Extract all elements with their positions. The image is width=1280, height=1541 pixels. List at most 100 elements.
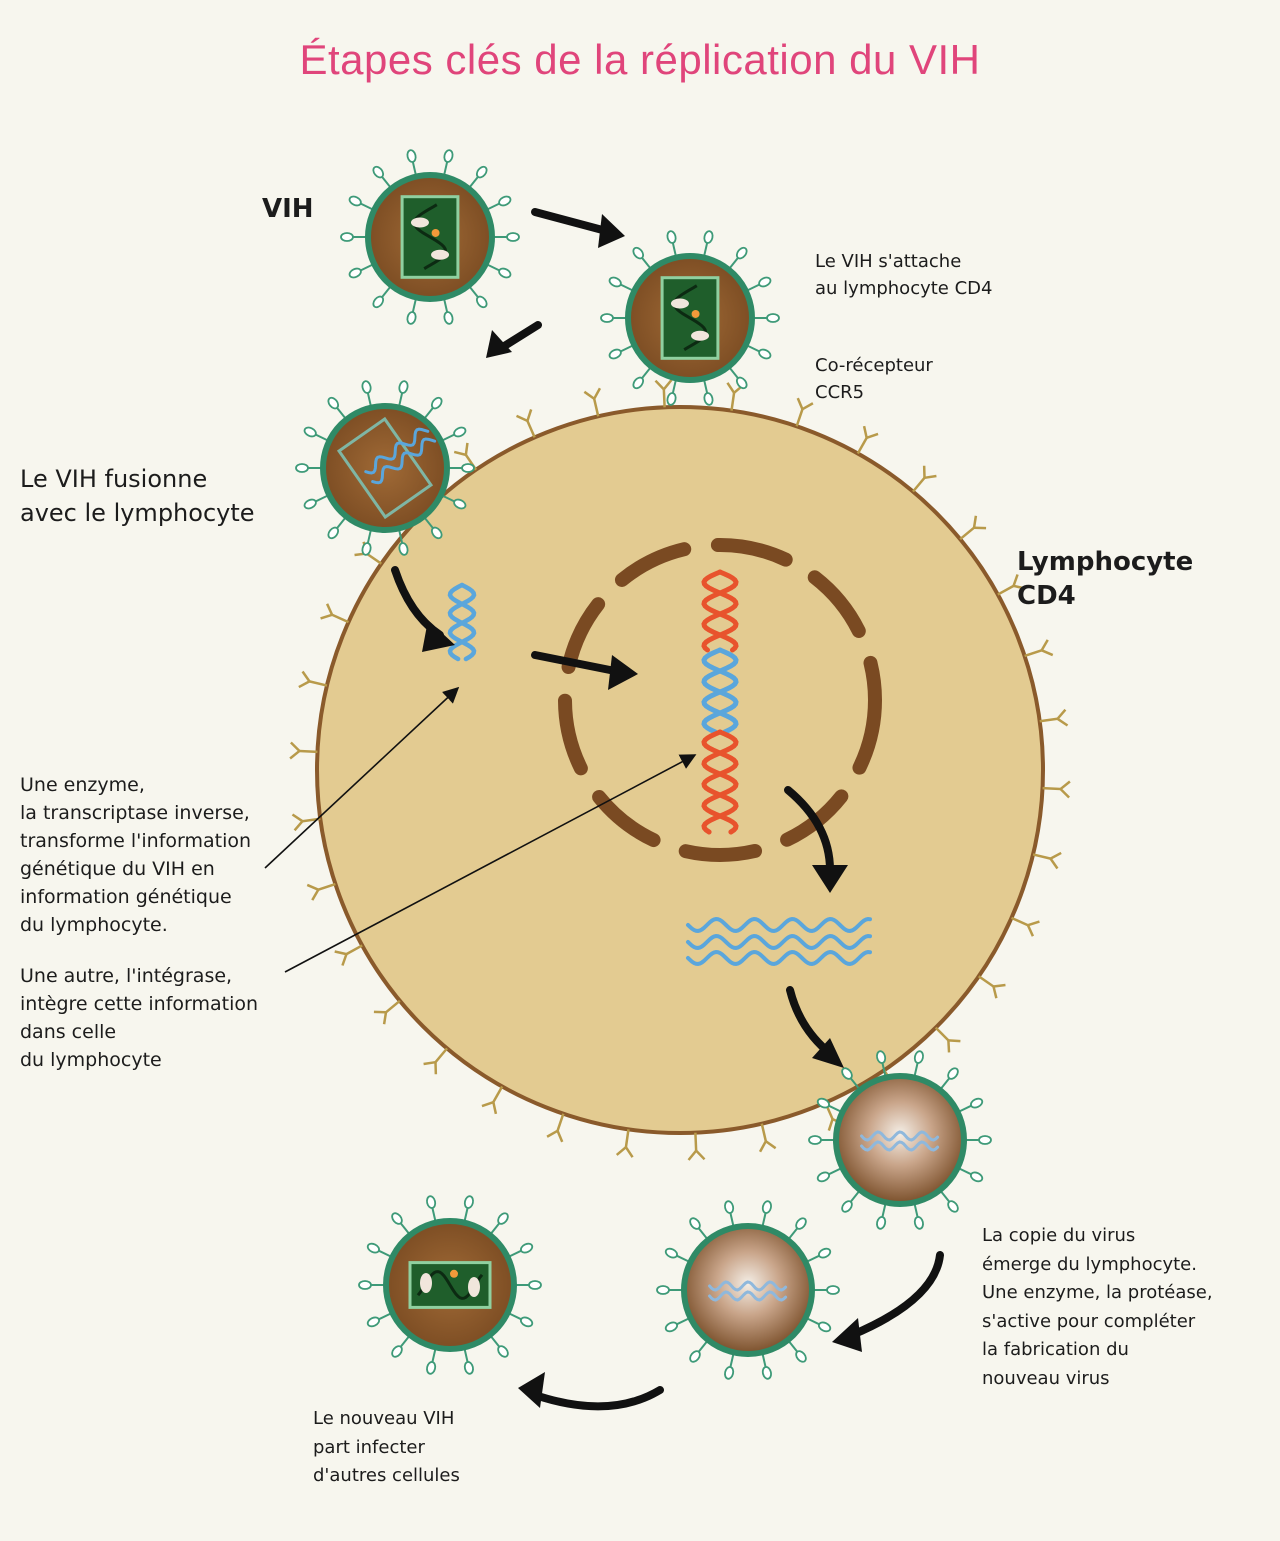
virus-spike-knob bbox=[758, 348, 772, 360]
virus-spike-knob bbox=[979, 1136, 991, 1144]
cd4-receptor bbox=[321, 604, 349, 622]
cd4-receptor bbox=[858, 426, 878, 453]
virus-spike-knob bbox=[664, 1321, 678, 1333]
virus-spike-knob bbox=[809, 1136, 821, 1144]
virus-spike-knob bbox=[398, 380, 408, 393]
virus-spike-knob bbox=[406, 311, 416, 324]
label-integrase-line: dans celle bbox=[20, 1018, 258, 1046]
virus-envelope bbox=[836, 1076, 964, 1204]
label-transcriptase-line: du lymphocyte. bbox=[20, 911, 251, 939]
virus-spike-knob bbox=[303, 498, 317, 510]
cd4-receptor bbox=[1033, 853, 1061, 869]
label-emerge-line: s'active pour compléter bbox=[982, 1308, 1213, 1337]
virus-spike-knob bbox=[817, 1321, 831, 1333]
cd4-receptor bbox=[1043, 782, 1070, 798]
cd4-receptor bbox=[424, 1048, 447, 1074]
virus-spike-knob bbox=[406, 149, 416, 162]
label-transcriptase-line: la transcriptase inverse, bbox=[20, 799, 251, 827]
virus-spike-knob bbox=[703, 392, 713, 405]
cd4-receptor bbox=[1040, 710, 1068, 726]
cd4-receptor bbox=[936, 1028, 961, 1053]
virus-spike-knob bbox=[657, 1286, 669, 1294]
cd4-receptor bbox=[547, 1114, 563, 1142]
arrow-bud-to-mature bbox=[852, 1255, 940, 1335]
virus-spike-knob bbox=[519, 1316, 533, 1328]
virus-spike-knob bbox=[426, 1361, 436, 1374]
label-emerge-line: La copie du virus bbox=[982, 1222, 1213, 1251]
virus-spike-knob bbox=[876, 1216, 886, 1229]
arrow-mature-to-new bbox=[535, 1390, 660, 1406]
virus-spike-knob bbox=[762, 1366, 772, 1379]
label-integrase-line: Une autre, l'intégrase, bbox=[20, 962, 258, 990]
label-integrase-line: du lymphocyte bbox=[20, 1046, 258, 1074]
label-transcriptase-line: génétique du VIH en bbox=[20, 855, 251, 883]
virus-spike-knob bbox=[348, 267, 362, 279]
label-coreceptor-line: Co-récepteur bbox=[815, 352, 933, 379]
virus-free bbox=[341, 149, 519, 324]
virus-spike-knob bbox=[758, 276, 772, 288]
virus-spike-knob bbox=[724, 1366, 734, 1379]
label-integrase: Une autre, l'intégrase, intègre cette in… bbox=[20, 962, 258, 1074]
virus-attaching bbox=[601, 230, 779, 405]
cd4-receptor bbox=[797, 398, 813, 426]
virus-enzyme bbox=[411, 217, 429, 227]
virus-spike-knob bbox=[969, 1097, 983, 1109]
virus-spike-knob bbox=[464, 1361, 474, 1374]
virus-spike-knob bbox=[666, 230, 676, 243]
virus-enzyme bbox=[671, 298, 689, 308]
label-coreceptor-line: CCR5 bbox=[815, 379, 933, 406]
cd4-receptor bbox=[335, 945, 363, 965]
virus-spike-knob bbox=[464, 1195, 474, 1208]
cd4-receptor bbox=[760, 1124, 776, 1152]
virus-enzyme bbox=[450, 1270, 458, 1278]
virus-spike-knob bbox=[296, 464, 308, 472]
virus-spike-knob bbox=[303, 426, 317, 438]
cd4-receptor bbox=[290, 743, 317, 759]
virus-spike-knob bbox=[827, 1286, 839, 1294]
label-new-virus-line: part infecter bbox=[313, 1434, 460, 1463]
cd4-receptor bbox=[307, 884, 335, 900]
virus-spike-knob bbox=[443, 311, 453, 324]
label-integrase-line: intègre cette information bbox=[20, 990, 258, 1018]
virus-spike-knob bbox=[507, 233, 519, 241]
cd4-receptor bbox=[960, 516, 986, 539]
label-vih: VIH bbox=[262, 192, 314, 226]
virus-spike-knob bbox=[348, 195, 362, 207]
label-new-virus-line: Le nouveau VIH bbox=[313, 1405, 460, 1434]
cd4-receptor bbox=[482, 1086, 502, 1113]
virus-spike-knob bbox=[498, 195, 512, 207]
cd4-receptor bbox=[516, 409, 534, 437]
cd4-receptor bbox=[617, 1129, 633, 1157]
label-transcriptase: Une enzyme, la transcriptase inverse, tr… bbox=[20, 771, 251, 939]
label-lymphocyte-line: CD4 bbox=[1017, 579, 1193, 613]
arrow-vih-to-attach bbox=[535, 212, 610, 232]
label-fusion-line: avec le lymphocyte bbox=[20, 496, 255, 530]
virus-spike-knob bbox=[498, 267, 512, 279]
label-emerge-line: Une enzyme, la protéase, bbox=[982, 1279, 1213, 1308]
virus-spike-knob bbox=[914, 1050, 924, 1063]
label-transcriptase-line: transforme l'information bbox=[20, 827, 251, 855]
cd4-receptor bbox=[689, 1133, 705, 1160]
virus-capsid bbox=[402, 197, 458, 278]
cd4-receptor bbox=[1025, 640, 1053, 656]
virus-enzyme bbox=[692, 310, 700, 318]
virus-enzyme bbox=[420, 1273, 432, 1293]
label-lymphocyte-line: Lymphocyte bbox=[1017, 545, 1193, 579]
virus-spike-knob bbox=[366, 1316, 380, 1328]
label-emerge-line: nouveau virus bbox=[982, 1365, 1213, 1394]
virus-maturing bbox=[657, 1200, 839, 1379]
virus-spike-knob bbox=[608, 348, 622, 360]
virus-spike-knob bbox=[601, 314, 613, 322]
virus-envelope bbox=[684, 1226, 812, 1354]
label-fusion-line: Le VIH fusionne bbox=[20, 462, 255, 496]
cd4-receptor bbox=[913, 466, 936, 492]
virus-spike-knob bbox=[816, 1171, 830, 1183]
virus-spike-knob bbox=[426, 1195, 436, 1208]
label-new-virus-line: d'autres cellules bbox=[313, 1462, 460, 1491]
virus-spike-knob bbox=[361, 542, 371, 555]
label-emerge: La copie du virus émerge du lymphocyte. … bbox=[982, 1222, 1213, 1393]
virus-spike-knob bbox=[529, 1281, 541, 1289]
virus-spike-knob bbox=[914, 1216, 924, 1229]
virus-enzyme bbox=[431, 250, 449, 260]
diagram-title: Étapes clés de la réplication du VIH bbox=[0, 36, 1280, 84]
